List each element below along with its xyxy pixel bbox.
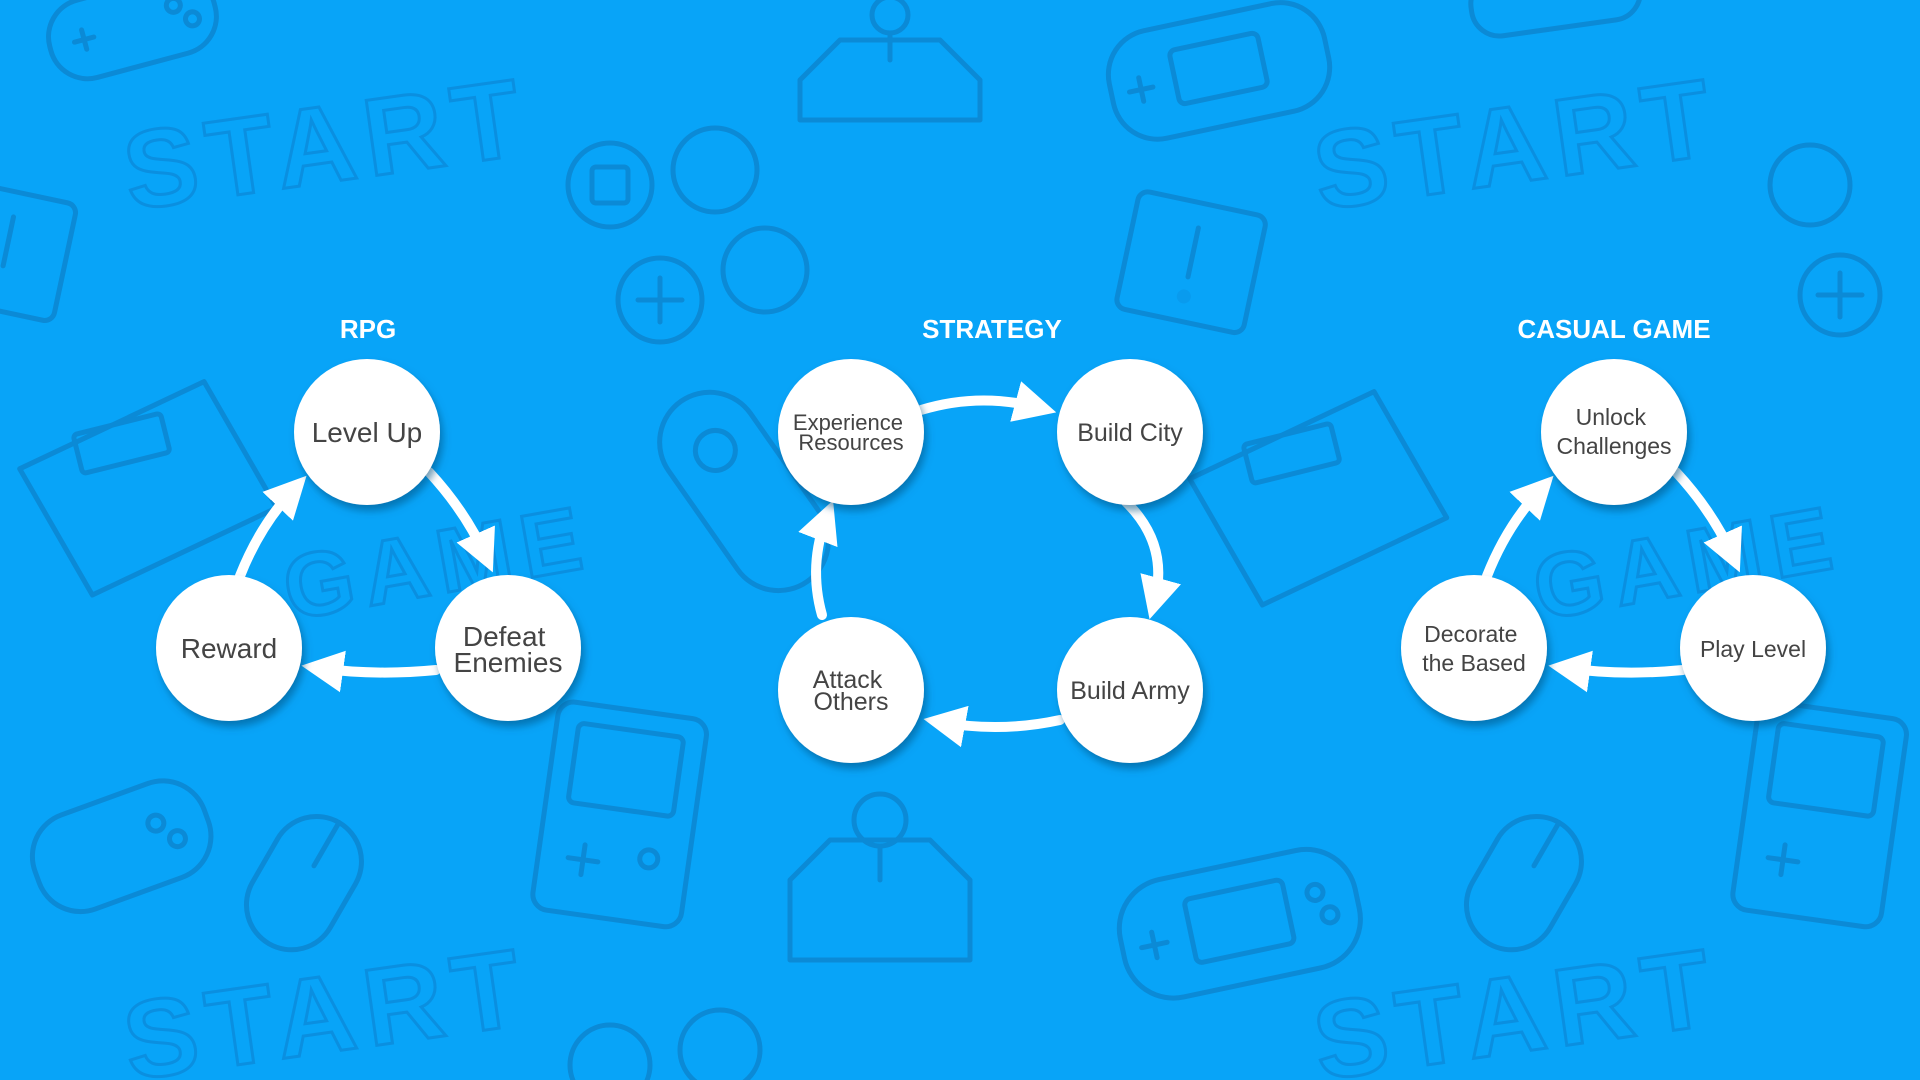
node-label: Unlock Challenges: [1556, 404, 1671, 459]
node-attack-others: Attack Others: [778, 617, 924, 763]
gamepad-icon: [1468, 0, 1643, 39]
handheld-console-icon: [1730, 699, 1909, 930]
node-decorate-the-based: Decorate the Based: [1401, 575, 1547, 721]
gamepad-icon: [46, 0, 219, 82]
strategy-cycle-diagram: STRATEGY Experience Resources Build City…: [778, 314, 1203, 763]
node-label: Play Level: [1700, 636, 1806, 662]
node-experience-resources: Experience Resources: [778, 359, 924, 505]
item-block-icon: [0, 179, 79, 323]
mouse-icon: [243, 813, 364, 953]
node-label: Decorate the Based: [1422, 621, 1526, 676]
mouse-icon: [1463, 813, 1584, 953]
node-label: Reward: [181, 633, 277, 664]
gamepad-icon: [29, 778, 214, 915]
arrow-icon: [301, 650, 441, 693]
bg-word-start: START: [116, 55, 538, 234]
arrow-icon: [1548, 650, 1688, 693]
node-reward: Reward: [156, 575, 302, 721]
diagram-title-casual-game: CASUAL GAME: [1517, 314, 1710, 344]
arrow-icon: [923, 705, 1065, 748]
node-unlock-challenges: Unlock Challenges: [1541, 359, 1687, 505]
bg-word-start: START: [1306, 55, 1728, 234]
button-icon: [565, 125, 1883, 1080]
arrow-icon: [798, 500, 838, 620]
node-label: Level Up: [312, 417, 423, 448]
gamepad-icon: [1105, 0, 1333, 142]
node-label: Experience Resources: [793, 410, 909, 455]
node-label: Defeat Enemies: [454, 621, 563, 678]
retro-console-icon: [1187, 389, 1450, 608]
node-label: Attack Others: [813, 666, 889, 716]
gamepad-icon: [1116, 846, 1363, 1001]
casual-game-cycle-diagram: CASUAL GAME Unlock Challenges Play Level…: [1401, 314, 1826, 721]
node-defeat-enemies: Defeat Enemies: [435, 575, 581, 721]
bg-word-start: START: [116, 925, 538, 1080]
arrow-icon: [916, 381, 1057, 422]
arrow-icon: [424, 467, 495, 573]
arrow-icon: [1671, 467, 1742, 573]
joystick-icon: [787, 791, 973, 963]
rpg-cycle-diagram: RPG Level Up Defeat Enemies Reward: [156, 314, 581, 721]
joystick-icon: [797, 0, 983, 123]
node-label: Build Army: [1070, 677, 1190, 705]
node-build-army: Build Army: [1057, 617, 1203, 763]
node-build-city: Build City: [1057, 359, 1203, 505]
arrow-icon: [235, 475, 307, 581]
handheld-console-icon: [530, 699, 709, 930]
node-label: Build City: [1077, 419, 1183, 447]
arrow-icon: [1482, 475, 1554, 581]
node-level-up: Level Up: [294, 359, 440, 505]
node-play-level: Play Level: [1680, 575, 1826, 721]
item-block-icon: [1114, 189, 1268, 336]
arrow-icon: [1121, 497, 1181, 620]
diagram-title-strategy: STRATEGY: [922, 314, 1062, 344]
diagram-title-rpg: RPG: [340, 314, 396, 344]
